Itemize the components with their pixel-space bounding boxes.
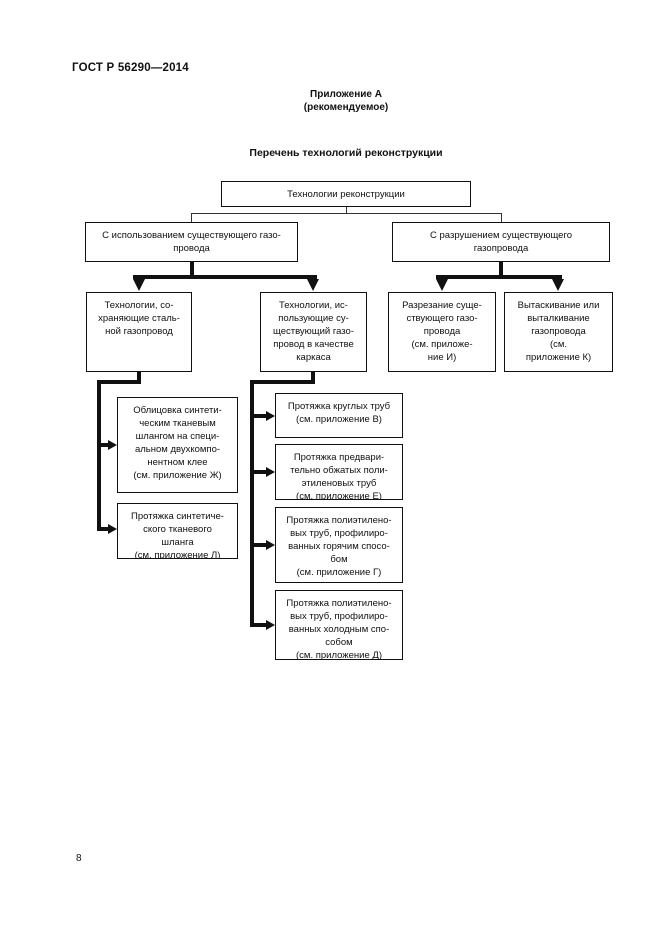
node-pull-round-pipes: Протяжка круглых труб (см. приложение В) — [275, 393, 403, 438]
edge-right-stem — [499, 262, 503, 276]
edge-use-as-frame-jog — [250, 380, 315, 384]
arrow-right-pull-round — [266, 411, 275, 421]
node-pull-hose: Протяжка синтетиче- ского тканевого шлан… — [117, 503, 238, 559]
edge-drop-right — [501, 214, 502, 222]
arrow-right-pull-hose — [108, 524, 117, 534]
node-pull-cold-profiled: Протяжка полиэтилено- вых труб, профилир… — [275, 590, 403, 660]
edge-to-cold-profiled — [254, 623, 266, 627]
node-use-existing: С использованием существующего газо- про… — [85, 222, 298, 262]
edge-to-hot-profiled — [254, 543, 266, 547]
edge-use-as-frame-trunk — [250, 380, 254, 627]
edge-keep-steel-jog — [97, 380, 141, 384]
edge-keep-steel-trunk — [97, 380, 101, 531]
node-pulling-out: Вытаскивание или выталкивание газопровод… — [504, 292, 613, 372]
arrow-down-pulling-out — [552, 279, 564, 291]
page-title: Перечень технологий реконструкции — [249, 147, 443, 159]
edge-right-bar — [436, 275, 562, 279]
edge-to-pull-round — [254, 414, 266, 418]
arrow-right-cold-profiled — [266, 620, 275, 630]
arrow-down-keep-steel — [133, 279, 145, 291]
arrow-right-hot-profiled — [266, 540, 275, 550]
page-number: 8 — [76, 853, 82, 864]
node-root: Технологии реконструкции — [221, 181, 471, 207]
node-pull-hot-profiled: Протяжка полиэтилено- вых труб, профилир… — [275, 507, 403, 583]
node-use-as-frame: Технологии, ис- пользующие су- ществующи… — [260, 292, 367, 372]
arrow-down-use-as-frame — [307, 279, 319, 291]
node-lining-hose: Облицовка синтети- ческим тканевым шланг… — [117, 397, 238, 493]
arrow-right-lining-hose — [108, 440, 117, 450]
edge-to-lining-hose — [101, 443, 108, 447]
edge-root-stub — [346, 207, 347, 213]
arrow-down-cutting — [436, 279, 448, 291]
node-keep-steel: Технологии, со- храняющие сталь- ной газ… — [86, 292, 192, 372]
node-pull-pre-squeezed: Протяжка предвари- тельно обжатых поли- … — [275, 444, 403, 500]
annex-heading: Приложение А (рекомендуемое) — [303, 89, 389, 113]
node-cutting: Разрезание суще- ствующего газо- провода… — [388, 292, 496, 372]
arrow-right-pre-squeezed — [266, 467, 275, 477]
edge-to-pre-squeezed — [254, 470, 266, 474]
edge-to-pull-hose — [101, 527, 108, 531]
edge-drop-left — [191, 214, 192, 222]
edge-keep-steel-stem — [137, 372, 141, 384]
edge-left-stem — [190, 262, 194, 276]
edge-use-as-frame-stem — [311, 372, 315, 384]
document-number: ГОСТ Р 56290—2014 — [72, 62, 189, 74]
edge-left-bar — [133, 275, 317, 279]
edge-root-split — [191, 213, 502, 214]
node-destroy-existing: С разрушением существующего газопровода — [392, 222, 610, 262]
